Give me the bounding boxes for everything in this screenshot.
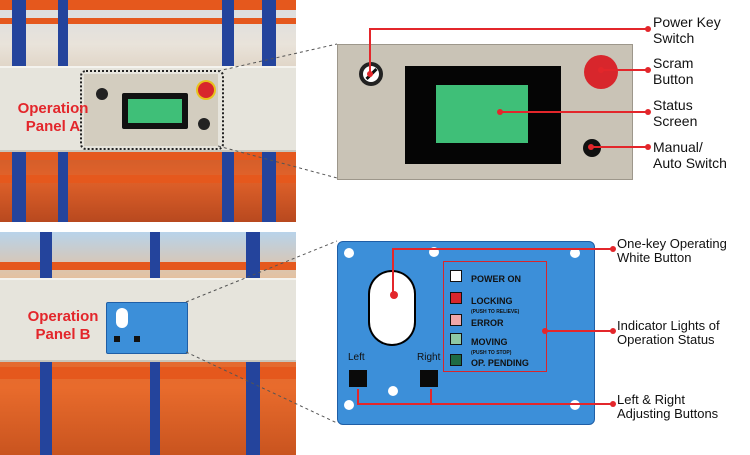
status-screen-bezel [405,66,561,164]
indicator-power-on: POWER ON [450,269,521,284]
indicator-locking: LOCKING(PUSH TO RELIEVE) [450,291,519,315]
callout-manual-auto: Manual/Auto Switch [653,139,727,171]
left-label: Left [348,352,365,363]
indicator-lights-box: POWER ON LOCKING(PUSH TO RELIEVE) ERROR … [443,261,547,372]
power-key-leader [369,28,648,74]
zoom-line [217,145,338,179]
indicator-moving: MOVING(PUSH TO STOP) [450,332,511,356]
right-adjust-button [420,370,438,387]
indicator-light [450,292,462,304]
zoom-line [185,240,338,303]
indicator-error: ERROR [450,313,504,328]
indicator-op-pending: OP. PENDING [450,353,529,368]
mount-hole [429,247,439,257]
zoom-line [185,351,338,424]
mount-hole [570,248,580,258]
adjust-leader [357,389,613,405]
indicator-light [450,314,462,326]
status-screen [436,85,528,143]
indicator-light [450,270,462,282]
left-adjust-button [349,370,367,387]
operation-panel-b-diagram: Left Right POWER ON LOCKING(PUSH TO RELI… [337,241,595,425]
indicator-light [450,333,462,345]
mount-hole [388,386,398,396]
mount-hole [344,400,354,410]
zoom-line [217,43,338,72]
panel-a-highlight-box [80,70,224,150]
mount-hole [344,248,354,258]
indicator-light [450,354,462,366]
right-label: Right [417,352,441,363]
one-key-leader [392,248,613,295]
